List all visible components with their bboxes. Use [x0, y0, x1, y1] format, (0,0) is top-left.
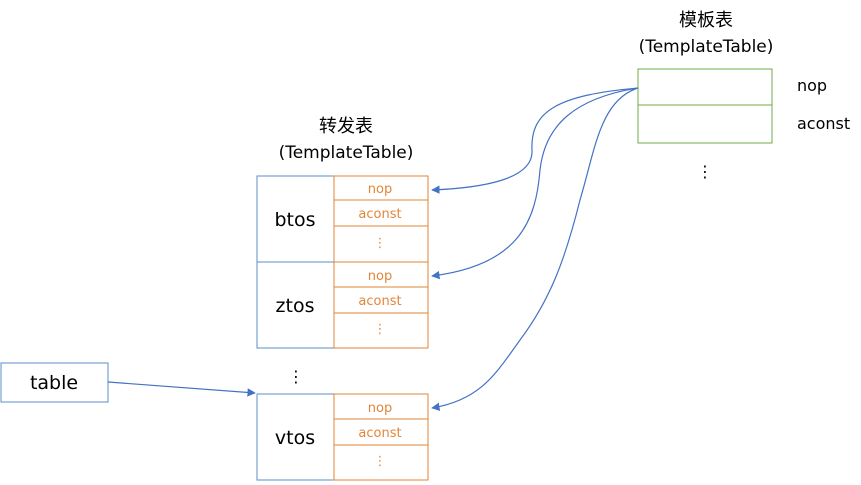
- cell-label-vtos-nop: nop: [368, 401, 392, 416]
- group-label-vtos: vtos: [275, 427, 315, 449]
- cell-label-ztos-nop: nop: [368, 269, 392, 284]
- table-box-label: table: [30, 372, 78, 394]
- cell-box-ztos-more: [333, 312, 429, 349]
- dispatch-table-subtitle: (TemplateTable): [279, 143, 414, 163]
- template-row-label-nop: nop: [797, 76, 827, 95]
- group-label-ztos: ztos: [276, 295, 315, 317]
- template-table: 模板表 (TemplateTable) nop aconst ⋮: [637, 10, 850, 181]
- arrow-template-to-btos: [431, 87, 639, 194]
- cell-label-vtos-aconst: aconst: [358, 426, 401, 441]
- dispatch-table-ellipsis: ⋮: [288, 367, 304, 386]
- template-row-box-aconst: [637, 104, 773, 144]
- template-table-title: 模板表: [679, 10, 733, 31]
- table-pointer: table: [0, 362, 109, 403]
- template-row-box-nop: [637, 68, 773, 106]
- cell-label-btos-nop: nop: [368, 182, 392, 197]
- dispatch-group-vtos: vtos nop aconst ⋮: [256, 393, 429, 481]
- cell-label-btos-aconst: aconst: [358, 207, 401, 222]
- arrow-template-to-ztos: [431, 87, 639, 280]
- dispatch-group-ztos: ztos nop aconst ⋮: [256, 261, 429, 349]
- cell-label-ztos-aconst: aconst: [358, 294, 401, 309]
- template-row-label-aconst: aconst: [797, 114, 850, 133]
- template-table-subtitle: (TemplateTable): [639, 37, 774, 57]
- cell-box-vtos-more: [333, 444, 429, 481]
- arrow-table-to-vtos: [107, 381, 256, 397]
- arrow-template-to-vtos: [431, 87, 639, 411]
- cell-label-vtos-ellipsis: ⋮: [374, 454, 387, 469]
- group-label-btos: btos: [274, 209, 315, 231]
- dispatch-table: 转发表 (TemplateTable) btos nop aconst ⋮ zt…: [256, 116, 429, 481]
- cell-label-btos-ellipsis: ⋮: [374, 236, 387, 251]
- dispatch-table-title: 转发表: [319, 116, 373, 137]
- template-table-ellipsis: ⋮: [697, 162, 713, 181]
- cell-label-ztos-ellipsis: ⋮: [374, 322, 387, 337]
- dispatch-group-btos: btos nop aconst ⋮: [256, 175, 429, 263]
- arrows: [107, 87, 639, 411]
